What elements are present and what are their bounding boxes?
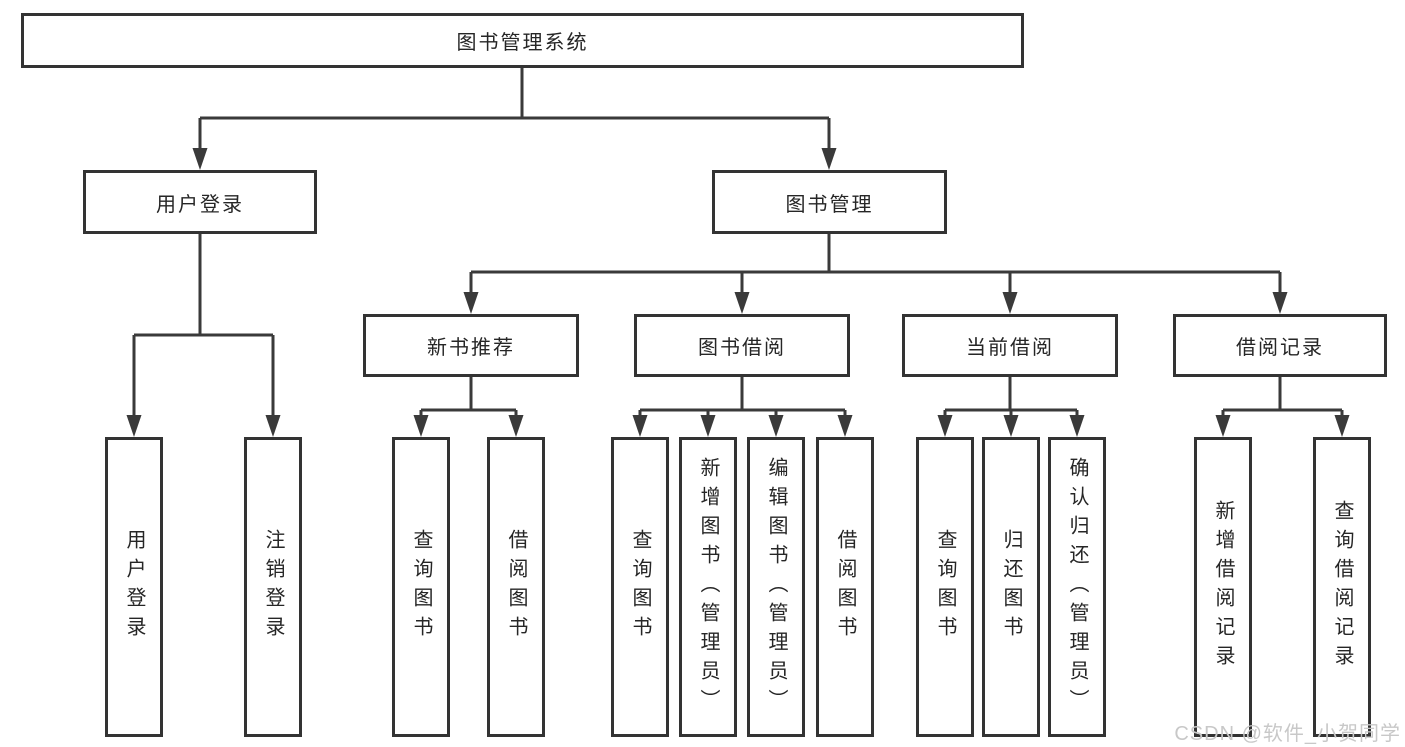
- node-label: 图书管理系统: [456, 32, 589, 54]
- leaf-borrow-books-recommend: 借阅图书: [487, 437, 545, 737]
- node-book-management: 图书管理: [712, 170, 947, 234]
- leaf-edit-books-admin: 编辑图书（管理员）: [747, 437, 805, 737]
- leaf-return-books: 归还图书: [982, 437, 1040, 737]
- node-label: 查询图书: [934, 529, 956, 645]
- node-label: 新增借阅记录: [1212, 500, 1234, 674]
- node-label: 查询图书: [629, 529, 651, 645]
- node-label: 用户登录: [123, 529, 145, 645]
- node-label: 查询借阅记录: [1331, 500, 1353, 674]
- leaf-query-books-recommend: 查询图书: [392, 437, 450, 737]
- node-library-management-system: 图书管理系统: [21, 13, 1024, 68]
- node-new-book-recommendation: 新书推荐: [363, 314, 579, 377]
- node-label: 新增图书（管理员）: [697, 456, 719, 718]
- node-label: 查询图书: [410, 529, 432, 645]
- node-current-borrowing: 当前借阅: [902, 314, 1118, 377]
- leaf-logout-login: 注销登录: [244, 437, 302, 737]
- node-label: 归还图书: [1000, 529, 1022, 645]
- watermark: CSDN @软件_小贺同学: [1174, 723, 1401, 745]
- node-label: 确认归还（管理员）: [1066, 456, 1088, 718]
- leaf-borrow-books-borrowing: 借阅图书: [816, 437, 874, 737]
- leaf-add-borrowing-record: 新增借阅记录: [1194, 437, 1252, 737]
- leaf-query-books-current: 查询图书: [916, 437, 974, 737]
- leaf-query-books-borrowing: 查询图书: [611, 437, 669, 737]
- node-label: 编辑图书（管理员）: [765, 456, 787, 718]
- leaf-add-books-admin: 新增图书（管理员）: [679, 437, 737, 737]
- node-label: 图书管理: [785, 193, 874, 216]
- node-label: 新书推荐: [427, 337, 515, 359]
- leaf-query-borrowing-record: 查询借阅记录: [1313, 437, 1371, 737]
- node-borrowing-records: 借阅记录: [1173, 314, 1387, 377]
- node-book-borrowing: 图书借阅: [634, 314, 850, 377]
- node-label: 借阅记录: [1236, 337, 1324, 359]
- node-label: 图书借阅: [698, 337, 786, 359]
- leaf-confirm-return-admin: 确认归还（管理员）: [1048, 437, 1106, 737]
- node-label: 借阅图书: [834, 529, 856, 645]
- node-user-login: 用户登录: [83, 170, 317, 234]
- node-label: 用户登录: [156, 193, 244, 216]
- node-label: 当前借阅: [966, 337, 1054, 359]
- node-label: 注销登录: [262, 529, 284, 645]
- leaf-user-login: 用户登录: [105, 437, 163, 737]
- node-label: 借阅图书: [505, 529, 527, 645]
